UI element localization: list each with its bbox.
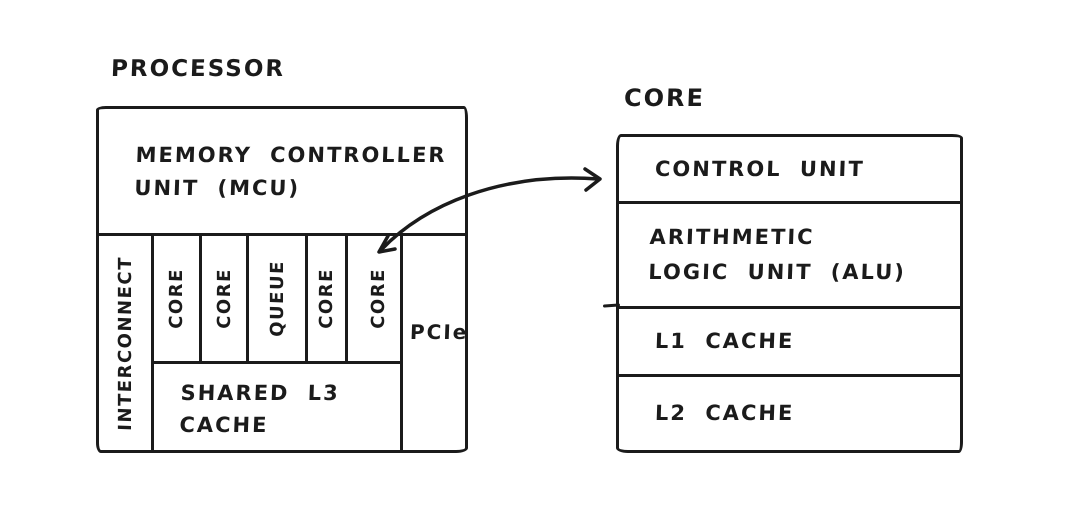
processor-title-text: PROCESSOR [110, 56, 286, 82]
l1-cache-label: L1 CACHE [654, 329, 795, 354]
arrow-head-right-icon [583, 167, 602, 192]
pcie-block: PCIe [400, 236, 469, 450]
core-cell-1: CORE [154, 236, 202, 361]
core-cell-4-label: CORE [367, 267, 389, 330]
l3-cache-label: SHARED L3 CACHE [179, 381, 341, 437]
core-cell-3: CORE [308, 236, 348, 361]
core-cells-row: CORE CORE QUEUE CORE CORE [154, 236, 400, 361]
core-cell-3-label: CORE [316, 267, 338, 330]
core-title: CORE [623, 84, 706, 112]
l1-cache-row: L1 CACHE [619, 309, 960, 377]
processor-title: PROCESSOR [110, 56, 286, 82]
core-detail-box: CONTROL UNIT ARITHMETIC LOGIC UNIT (ALU)… [616, 134, 963, 453]
core-cell-2-label: CORE [213, 267, 235, 330]
core-cell-1-label: CORE [166, 267, 188, 330]
pcie-label: PCIe [409, 320, 469, 344]
processor-box: MEMORY CONTROLLER UNIT (MCU) INTERCONNEC… [96, 106, 469, 453]
l2-cache-label: L2 CACHE [654, 401, 795, 426]
interconnect-label: INTERCONNECT [114, 255, 136, 431]
interconnect-block: INTERCONNECT [99, 236, 154, 450]
control-unit-row: CONTROL UNIT [619, 137, 960, 204]
l2-cache-row: L2 CACHE [619, 377, 960, 450]
processor-lower-band: INTERCONNECT CORE CORE QUEUE CORE [99, 236, 469, 450]
queue-cell-label: QUEUE [266, 259, 288, 338]
control-unit-label: CONTROL UNIT [654, 156, 866, 181]
mcu-label: MEMORY CONTROLLER UNIT (MCU) [134, 143, 447, 200]
core-title-text: CORE [623, 84, 706, 112]
alu-row: ARITHMETIC LOGIC UNIT (ALU) [619, 204, 960, 309]
mcu-block: MEMORY CONTROLLER UNIT (MCU) [99, 109, 465, 236]
l3-cache-block: SHARED L3 CACHE [154, 361, 400, 450]
core-cell-2: CORE [202, 236, 249, 361]
core-grid: CORE CORE QUEUE CORE CORE [154, 236, 400, 450]
queue-cell: QUEUE [249, 236, 308, 361]
alu-label: ARITHMETIC LOGIC UNIT (ALU) [647, 225, 907, 284]
